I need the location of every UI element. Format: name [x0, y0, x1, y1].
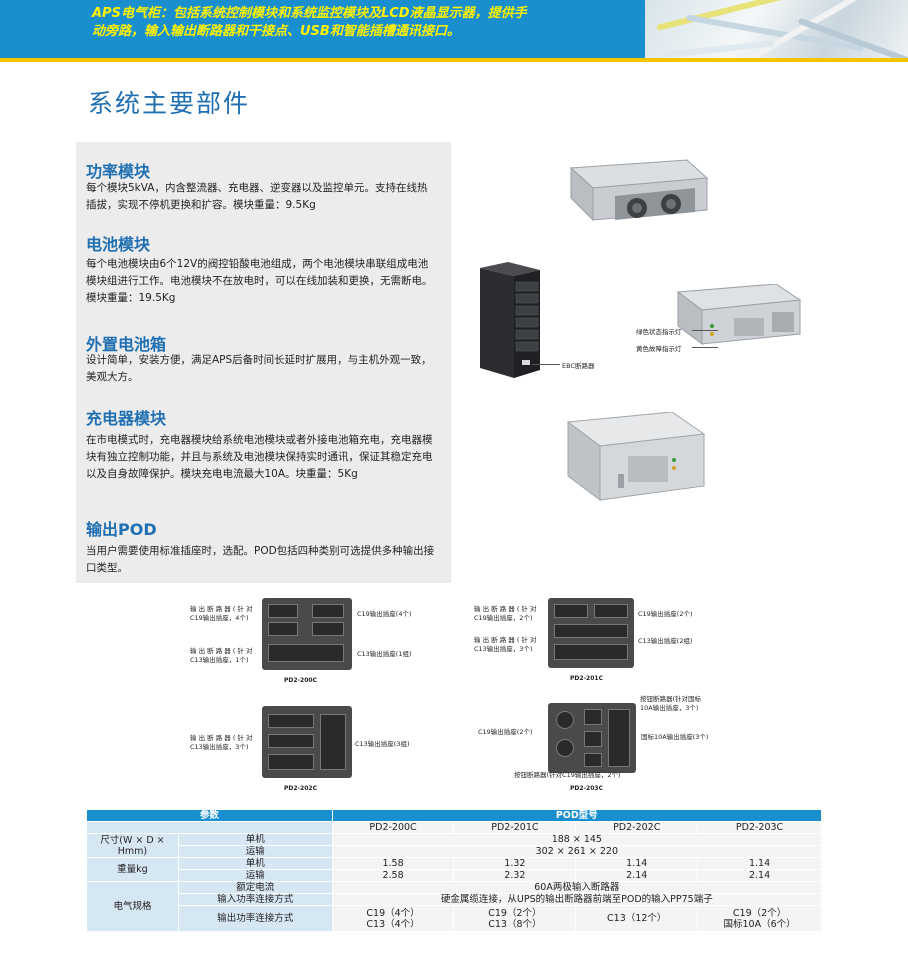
input-connection-value: 硬金属缆连接，从UPS的输出断路器前端至POD的输入PP75端子	[331, 893, 823, 906]
row-sublabel-size-unit: 单机	[177, 833, 333, 846]
pd2-200c-c19-outlet-label: C19输出插座(4个)	[357, 610, 412, 618]
model-pd2-203c: PD2-203C	[697, 821, 822, 834]
output-connection-pd2-202c: C13（12个）	[575, 905, 699, 932]
row-label-size: 尺寸(W × D × Hmm)	[86, 833, 179, 858]
ebc-leader-line	[532, 364, 560, 365]
pd2-201c-caption: PD2-201C	[570, 675, 603, 682]
pd2-200c-c13-outlet-label: C13输出插座(1组)	[357, 650, 412, 658]
pd2-201c-breaker-c19-label: 输 出 断 路 器 ( 针 对 C19输出插座，2个)	[474, 605, 537, 622]
green-led-leader	[692, 330, 718, 331]
size-unit-value: 188 × 145	[331, 833, 823, 846]
pd2-203c-caption: PD2-203C	[570, 785, 603, 792]
banner-accent-rule	[0, 58, 908, 62]
page-title: 系统主要部件	[88, 89, 251, 118]
weight-unit-pd2-203c: 1.14	[697, 857, 822, 870]
power-module-illustration	[569, 159, 709, 222]
pod-pd2-203c-panel	[548, 703, 636, 773]
output-line: C13（12个）	[607, 913, 667, 924]
output-connection-pd2-203c: C19（2个） 国标10A（6个）	[697, 905, 822, 932]
row-sublabel-input-connection: 输入功率连接方式	[177, 893, 333, 906]
pd2-202c-caption: PD2-202C	[284, 785, 317, 792]
pd2-202c-c13-outlet-label: C13输出插座(3组)	[355, 740, 410, 748]
section-body-power-module: 每个模块5kVA，内含整流器、充电器、逆变器以及监控单元。支持在线热插拔，实现不…	[86, 182, 428, 211]
row-sublabel-size-ship: 运输	[177, 845, 333, 858]
output-line: 国标10A（6个）	[723, 918, 796, 930]
pd2-201c-c13-outlet-label: C13输出插座(2组)	[638, 637, 693, 645]
table-header-blank	[86, 821, 333, 834]
section-title-external-battery: 外置电池箱	[86, 335, 167, 354]
output-connection-pd2-201c: C19（2个） C13（8个）	[453, 905, 577, 932]
battery-cabinet-illustration	[480, 262, 540, 378]
row-label-weight: 重量kg	[86, 857, 179, 882]
section-title-charger-module: 充电器模块	[86, 409, 167, 428]
output-line: C19（2个）	[488, 907, 542, 919]
pd2-202c-breaker-c13-label: 输 出 断 路 器 ( 针 对 C13输出插座，3个)	[190, 734, 253, 751]
banner-text: APS电气柜：包括系统控制模块和系统监控模块及LCD液晶显示器，提供手动旁路，输…	[92, 6, 527, 39]
pd2-200c-caption: PD2-200C	[284, 677, 317, 684]
section-body-battery-module: 每个电池模块由6个12V的阀控铅酸电池组成，两个电池模块串联组成电池模块组进行工…	[86, 258, 433, 304]
row-label-electrical: 电气规格	[86, 881, 179, 932]
output-line: C19（2个）	[732, 907, 787, 919]
charger-module-illustration	[566, 412, 706, 501]
pd2-200c-breaker-c19-label: 输 出 断 路 器 ( 针 对 C19输出插座，4个)	[190, 605, 253, 622]
section-title-battery-module: 电池模块	[86, 235, 151, 254]
output-line: C13（8个）	[488, 918, 542, 930]
section-body-charger-module: 在市电模式时，充电器模块给系统电池模块或者外接电池箱充电，充电器模块有独立控制功…	[86, 434, 433, 480]
row-sublabel-weight-ship: 运输	[177, 869, 333, 882]
pod-spec-table: 参数 POD型号 PD2-200C PD2-201C PD2-202C PD2-…	[86, 809, 823, 932]
header-banner: APS电气柜：包括系统控制模块和系统监控模块及LCD液晶显示器，提供手动旁路，输…	[0, 0, 908, 58]
pd2-203c-breaker-c19-label: 按钮断路器(针对C19输出插座，2个)	[514, 771, 621, 779]
output-line: C19（4个）	[366, 907, 420, 919]
table-header-pod-model: POD型号	[331, 809, 823, 822]
model-pd2-201c: PD2-201C	[453, 821, 577, 834]
pd2-203c-c19-outlet-label: C19输出插座(2个)	[478, 728, 533, 736]
rated-current-value: 60A两极输入断路器	[331, 881, 823, 894]
weight-unit-pd2-202c: 1.14	[575, 857, 699, 870]
pd2-201c-c19-outlet-label: C19输出插座(2个)	[638, 610, 693, 618]
banner-cable-photo	[645, 0, 908, 58]
weight-ship-pd2-202c: 2.14	[575, 869, 699, 882]
section-body-output-pod: 当用户需要使用标准插座时，选配。POD包括四种类别可选提供多种输出接口类型。	[86, 545, 435, 574]
row-sublabel-output-connection: 输出功率连接方式	[177, 905, 333, 932]
pod-pd2-201c-panel	[548, 598, 634, 668]
size-ship-value: 302 × 261 × 220	[331, 845, 823, 858]
model-pd2-200c: PD2-200C	[331, 821, 455, 834]
pd2-203c-breaker-10a-label: 按钮断路器(针对国标 10A输出插座，3个)	[640, 695, 702, 712]
pd2-200c-breaker-c13-label: 输 出 断 路 器 ( 针 对 C13输出插座，1个)	[190, 647, 253, 664]
row-sublabel-weight-unit: 单机	[177, 857, 333, 870]
yellow-led-leader	[692, 347, 718, 348]
pod-pd2-200c-panel	[262, 598, 352, 670]
row-sublabel-rated-current: 额定电流	[177, 881, 333, 894]
weight-ship-pd2-201c: 2.32	[453, 869, 577, 882]
ebc-breaker-callout: EBC断路器	[562, 362, 595, 370]
pd2-203c-gb10a-outlet-label: 国标10A输出插座(3个)	[641, 733, 709, 741]
weight-unit-pd2-200c: 1.58	[331, 857, 455, 870]
description-panel	[76, 142, 451, 583]
pod-pd2-202c-panel	[262, 706, 352, 778]
section-body-external-battery: 设计简单，安装方便，满足APS后备时间长延时扩展用，与主机外观一致，美观大方。	[86, 354, 432, 383]
green-led-callout: 绿色状态指示灯	[636, 328, 682, 336]
weight-ship-pd2-200c: 2.58	[331, 869, 455, 882]
section-title-power-module: 功率模块	[86, 162, 151, 181]
pd2-201c-breaker-c13-label: 输 出 断 路 器 ( 针 对 C13输出插座，3个)	[474, 636, 537, 653]
model-pd2-202c: PD2-202C	[575, 821, 699, 834]
output-line: C13（4个）	[366, 918, 420, 930]
section-title-output-pod: 输出POD	[86, 520, 157, 539]
battery-module-illustration	[676, 284, 802, 345]
weight-unit-pd2-201c: 1.32	[453, 857, 577, 870]
output-connection-pd2-200c: C19（4个） C13（4个）	[331, 905, 455, 932]
table-header-param: 参数	[86, 809, 333, 822]
yellow-led-callout: 黄色故障指示灯	[636, 345, 682, 353]
weight-ship-pd2-203c: 2.14	[697, 869, 822, 882]
